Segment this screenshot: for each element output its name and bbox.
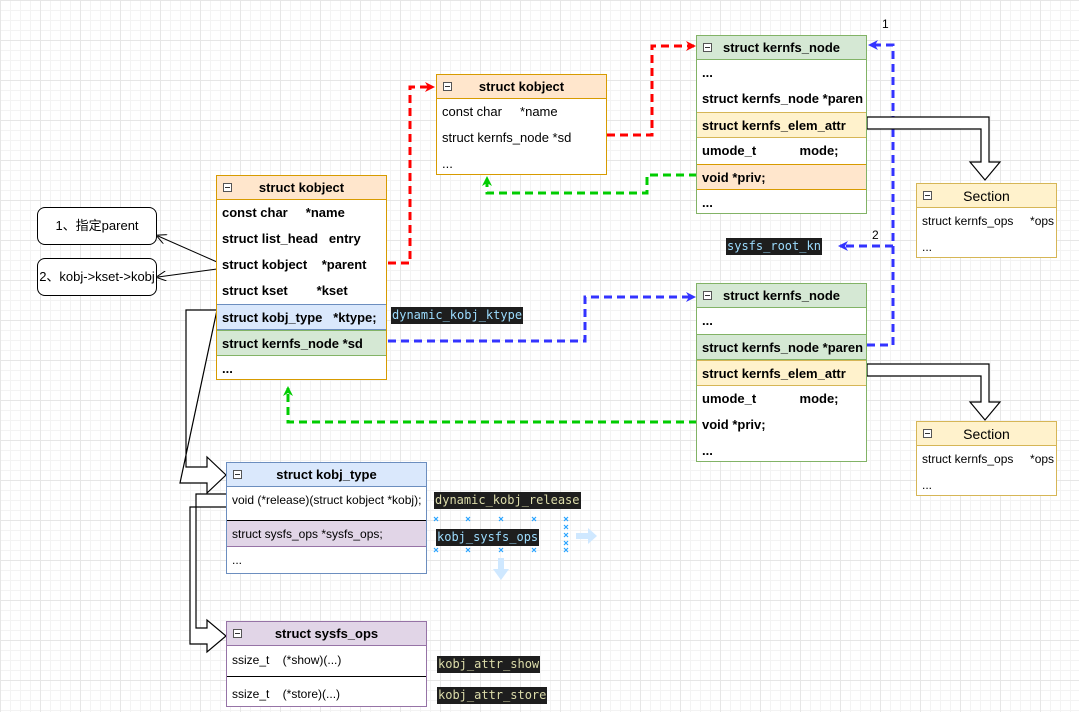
kobject-child-row-sd: struct kernfs_node *sd <box>217 330 386 356</box>
edge-label-1: 1 <box>882 17 889 31</box>
collapse-icon[interactable] <box>233 470 242 479</box>
hover-arrow-right <box>576 528 597 544</box>
parent-link-red <box>388 82 435 265</box>
sysfs-ops-row-store: ssize_t (*store)(...) <box>227 676 426 706</box>
kernfs-node-bottom-row-more2: ... <box>702 443 713 458</box>
kernfs-node-top-row-parent: struct kernfs_node *paren <box>702 91 864 106</box>
section-bottom-row-more: ... <box>922 478 933 492</box>
kernfs-node-top-row-more1: ... <box>702 65 713 80</box>
kobject-child-row-ktype: struct kobj_type *ktype; <box>217 304 386 330</box>
kernfs-node-top-row-more2: ... <box>702 195 713 210</box>
collapse-icon[interactable] <box>703 291 712 300</box>
hollow-arrow-top <box>866 116 1002 181</box>
note-arrow-2 <box>158 268 218 277</box>
note-specify-parent[interactable]: 1、指定parent <box>37 207 157 245</box>
kobject-child-title: struct kobject <box>258 180 345 195</box>
section-top-row-ops: struct kernfs_ops *ops <box>922 214 1055 228</box>
kernfs-node-bottom-title: struct kernfs_node <box>722 288 841 303</box>
section-top-box[interactable]: Section struct kernfs_ops *ops ... <box>916 183 1057 258</box>
kobject-child-row-more: ... <box>222 361 233 376</box>
kobject-child-row-entry: struct list_head entry <box>222 231 361 246</box>
section-top-row-more: ... <box>922 240 933 254</box>
kernfs-node-top-row-mode: umode_t mode; <box>702 143 839 158</box>
hover-arrow-down <box>493 558 509 580</box>
hollow-arrow-bottom <box>866 363 1002 421</box>
kobj-type-box[interactable]: struct kobj_type void (*release)(struct … <box>226 462 427 574</box>
kernfs-node-top-box[interactable]: struct kernfs_node ... struct kernfs_nod… <box>696 35 867 214</box>
sysfs-ops-box[interactable]: struct sysfs_ops ssize_t (*show)(...) ss… <box>226 621 427 707</box>
selection-handles <box>433 516 569 553</box>
kobj-type-row-sysfs-ops: struct sysfs_ops *sysfs_ops; <box>227 520 426 547</box>
kobject-child-header[interactable]: struct kobject <box>217 176 386 200</box>
kernfs-node-bottom-row-elem-attr: struct kernfs_elem_attr <box>697 360 866 386</box>
kobject-parent-header[interactable]: struct kobject <box>437 75 606 99</box>
kernfs-node-top-header[interactable]: struct kernfs_node <box>697 36 866 60</box>
section-bottom-title: Section <box>963 426 1010 442</box>
code-kobj-attr-store[interactable]: kobj_attr_store <box>437 687 548 704</box>
kernfs-node-bottom-box[interactable]: struct kernfs_node ... struct kernfs_nod… <box>696 283 867 462</box>
collapse-icon[interactable] <box>923 191 932 200</box>
edge-label-2: 2 <box>872 228 879 242</box>
parent-link-blue-1 <box>867 40 895 347</box>
section-bottom-header[interactable]: Section <box>917 422 1056 446</box>
code-dynamic-kobj-release[interactable]: dynamic_kobj_release <box>434 492 581 509</box>
kobj-type-title: struct kobj_type <box>276 467 377 482</box>
kobject-child-row-kset: struct kset *kset <box>222 283 348 298</box>
kobject-parent-row-name: const char *name <box>442 104 558 119</box>
note-kset-parent[interactable]: 2、kobj->kset->kobj <box>37 258 157 296</box>
kernfs-node-bottom-header[interactable]: struct kernfs_node <box>697 284 866 308</box>
code-kobj-sysfs-ops[interactable]: kobj_sysfs_ops <box>436 529 540 546</box>
kernfs-node-bottom-row-more1: ... <box>702 313 713 328</box>
kobject-parent-row-sd: struct kernfs_node *sd <box>442 130 572 145</box>
note-arrow-1 <box>158 236 218 263</box>
priv-link-green-top <box>482 173 697 195</box>
collapse-icon[interactable] <box>443 82 452 91</box>
kobject-parent-box[interactable]: struct kobject const char *name struct k… <box>436 74 607 175</box>
sd-link-blue <box>388 292 696 343</box>
kobject-child-row-name: const char *name <box>222 205 345 220</box>
code-sysfs-root-kn[interactable]: sysfs_root_kn <box>726 238 822 255</box>
kobject-child-box[interactable]: struct kobject const char *name struct l… <box>216 175 387 380</box>
sysfs-ops-title: struct sysfs_ops <box>274 626 379 641</box>
section-bottom-box[interactable]: Section struct kernfs_ops *ops ... <box>916 421 1057 496</box>
code-kobj-attr-show[interactable]: kobj_attr_show <box>437 656 541 673</box>
collapse-icon[interactable] <box>703 43 712 52</box>
priv-link-green-bottom <box>283 386 697 424</box>
kernfs-node-bottom-row-parent: struct kernfs_node *paren <box>697 334 866 360</box>
sysfs-ops-row-show: ssize_t (*show)(...) <box>232 653 342 667</box>
kobj-type-header[interactable]: struct kobj_type <box>227 463 426 487</box>
sd-link-red <box>607 41 696 137</box>
kobj-type-row-more: ... <box>232 553 243 567</box>
collapse-icon[interactable] <box>233 629 242 638</box>
kernfs-node-bottom-row-mode: umode_t mode; <box>702 391 839 406</box>
code-dynamic-kobj-ktype[interactable]: dynamic_kobj_ktype <box>391 307 524 324</box>
collapse-icon[interactable] <box>223 183 232 192</box>
kernfs-node-top-row-priv: void *priv; <box>697 164 866 190</box>
sysfs-ops-header[interactable]: struct sysfs_ops <box>227 622 426 646</box>
section-top-header[interactable]: Section <box>917 184 1056 208</box>
section-bottom-row-ops: struct kernfs_ops *ops <box>922 452 1055 466</box>
collapse-icon[interactable] <box>923 429 932 438</box>
hollow-arrow-ktype <box>179 309 227 495</box>
kernfs-node-top-row-elem-attr: struct kernfs_elem_attr <box>697 112 866 138</box>
kernfs-node-bottom-row-priv: void *priv; <box>702 417 766 432</box>
kobj-type-row-release: void (*release)(struct kobject *kobj); <box>232 493 422 507</box>
hollow-arrow-sysfs-ops <box>189 493 228 654</box>
section-top-title: Section <box>963 188 1010 204</box>
kobject-child-row-parent: struct kobject *parent <box>222 257 367 272</box>
kobject-parent-row-more: ... <box>442 156 453 171</box>
kobject-parent-title: struct kobject <box>478 79 565 94</box>
kernfs-node-top-title: struct kernfs_node <box>722 40 841 55</box>
